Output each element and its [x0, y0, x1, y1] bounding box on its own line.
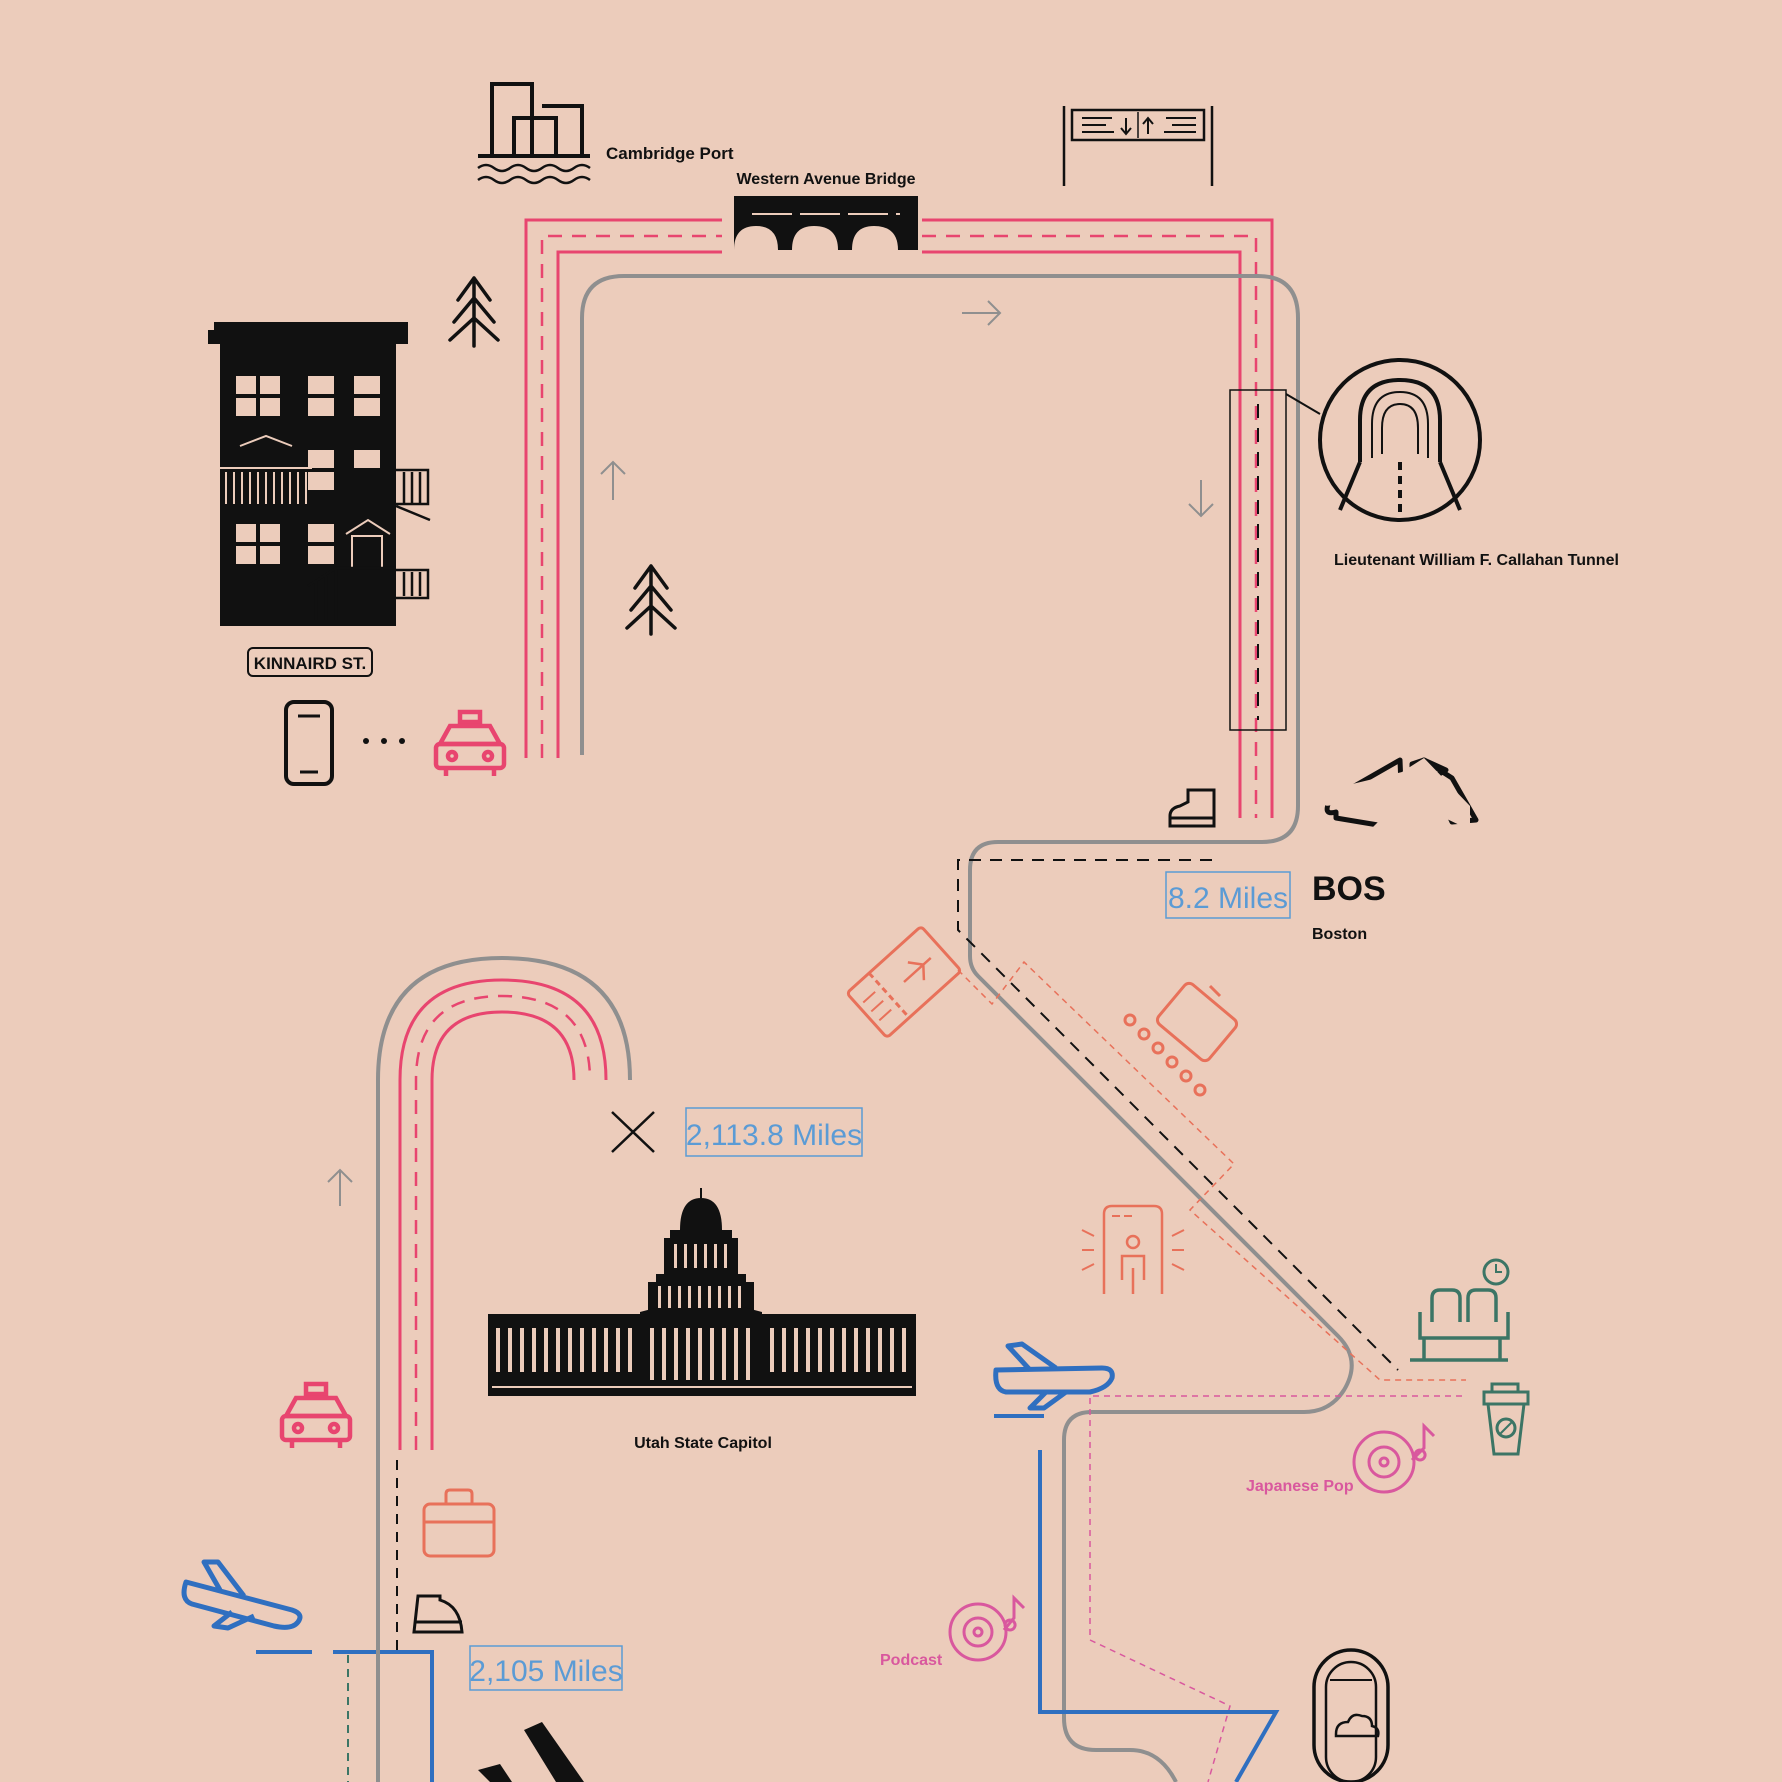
coffee-cup-icon: [1482, 1382, 1530, 1456]
distance-badge-leg2: [685, 1107, 863, 1157]
podcast-label: Podcast: [880, 1652, 943, 1669]
shoe-icon: [412, 1594, 464, 1634]
distance-badge-leg1: [1165, 871, 1291, 919]
airplane-icon: [1324, 758, 1470, 868]
security-scanner-icon: [1081, 1204, 1185, 1294]
walk-route-boston: [580, 274, 1354, 1782]
distance-badge-leg3: [469, 1645, 623, 1691]
tree-icon: [448, 276, 500, 348]
airplane-icon: [993, 1341, 1115, 1411]
boarding-pass-icon: [846, 926, 962, 1038]
tunnel-icon: [1318, 358, 1482, 522]
airport-security-zone: [957, 960, 1466, 1381]
tunnel-section: [1229, 389, 1321, 731]
distance-leg2: 2,113.8 Miles: [686, 1119, 862, 1152]
capitol-building-icon: [488, 1188, 916, 1396]
bos-code-label: BOS: [1312, 870, 1386, 908]
street-sign: [247, 647, 373, 677]
walk-route-utah: [376, 955, 632, 1782]
runway-marks: [256, 1414, 1044, 1654]
airplane-window-icon: [1312, 1648, 1390, 1782]
x-mark-icon: [611, 1111, 655, 1153]
clock-icon: [1482, 1258, 1510, 1286]
harbor-buildings-icon: [477, 82, 591, 185]
taxi-route-boston: [524, 218, 1274, 818]
tree-icon: [625, 564, 677, 636]
shoe-icon: [1168, 788, 1216, 828]
arrow-icon: [327, 300, 1214, 1206]
japanese-pop-label: Japanese Pop: [1246, 1478, 1354, 1495]
distance-leg3: 2,105 Miles: [469, 1655, 622, 1688]
distance-leg1: 8.2 Miles: [1168, 882, 1288, 915]
baggage-conveyor-icon: [1123, 981, 1239, 1097]
utah-state-capitol-label: Utah State Capitol: [634, 1435, 772, 1452]
western-avenue-bridge-label: Western Avenue Bridge: [736, 171, 915, 188]
vinyl-record-icon: [1352, 1422, 1436, 1494]
cambridge-port-label: Cambridge Port: [606, 144, 734, 163]
lounge-dashed-path: [1089, 1395, 1462, 1782]
phone-icon: [284, 700, 334, 786]
waiting-seats-icon: [1410, 1288, 1510, 1362]
airplane-icon: [478, 1722, 584, 1782]
callahan-tunnel-label: Lieutenant William F. Callahan Tunnel: [1334, 552, 1619, 569]
taxi-route-utah: [398, 978, 608, 1450]
bridge-icon: [734, 196, 918, 250]
airplane-icon: [181, 1559, 303, 1631]
three-deckers-building-icon: [208, 322, 431, 626]
taxi-icon: [279, 1381, 353, 1448]
flight-route-utah: [333, 1450, 1280, 1782]
boston-label: Boston: [1312, 926, 1367, 943]
ellipsis: [363, 738, 405, 744]
kinnaird-st-label: KINNAIRD ST.: [254, 654, 366, 673]
highway-sign-icon: [1062, 106, 1214, 186]
suitcase-icon: [422, 1488, 496, 1558]
taxi-icon: [433, 709, 507, 776]
airport-dashed-path: [957, 859, 1399, 1371]
vinyl-record-icon: [948, 1594, 1026, 1662]
